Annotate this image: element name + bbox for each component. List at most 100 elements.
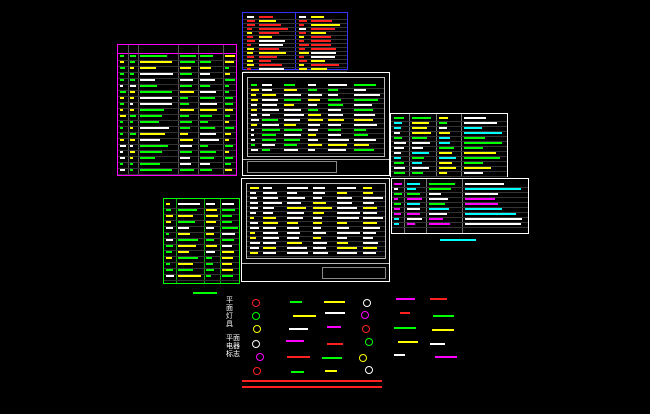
cell-text xyxy=(328,149,346,151)
cell-text xyxy=(130,55,136,57)
cell-text xyxy=(313,202,326,204)
cell-text xyxy=(140,61,172,63)
cell-text xyxy=(222,203,234,205)
cell-text xyxy=(308,104,317,106)
cell-text xyxy=(140,163,160,165)
row-rule xyxy=(247,226,385,227)
row-rule xyxy=(243,47,347,48)
cell-text xyxy=(412,167,429,169)
cell-text xyxy=(120,97,124,99)
cell-text xyxy=(178,227,189,229)
cell-text xyxy=(130,109,134,111)
cell-text xyxy=(180,145,192,147)
row-rule xyxy=(164,226,239,227)
cell-text xyxy=(180,85,192,87)
circle-icon xyxy=(359,354,367,362)
cell-text xyxy=(140,145,168,147)
cell-text xyxy=(311,40,331,42)
legend-heading-1: 平 面 灯 具 xyxy=(226,296,233,328)
row-rule xyxy=(118,66,236,67)
cell-text xyxy=(313,227,321,229)
cell-text xyxy=(120,121,123,123)
label-mark xyxy=(435,356,457,358)
cell-text xyxy=(311,16,324,18)
cell-text xyxy=(299,64,304,66)
cell-text xyxy=(354,129,366,131)
cell-text xyxy=(200,85,210,87)
row-rule xyxy=(248,93,384,94)
cell-text xyxy=(429,223,450,225)
cell-text xyxy=(263,217,276,219)
cell-text xyxy=(287,207,306,209)
row-rule xyxy=(118,60,236,61)
cell-text xyxy=(313,192,325,194)
cell-text xyxy=(200,133,216,135)
cell-text xyxy=(394,137,402,139)
cell-text xyxy=(130,163,133,165)
row-rule xyxy=(391,131,507,132)
row-rule xyxy=(243,23,347,24)
label-mark xyxy=(290,301,302,303)
row-rule xyxy=(248,153,384,154)
cell-text xyxy=(250,217,254,219)
cell-text xyxy=(259,32,279,34)
row-rule xyxy=(118,150,236,151)
cell-text xyxy=(354,84,376,86)
cell-text xyxy=(140,127,169,129)
cell-text xyxy=(250,232,255,234)
cell-text xyxy=(284,139,300,141)
cell-text xyxy=(328,109,341,111)
cell-text xyxy=(247,64,254,66)
cell-text xyxy=(311,36,331,38)
cell-text xyxy=(206,269,214,271)
cell-text xyxy=(284,149,298,151)
cell-text xyxy=(311,24,340,26)
cell-text xyxy=(394,208,400,210)
cell-text xyxy=(206,233,214,235)
cell-text xyxy=(206,203,215,205)
cell-text xyxy=(299,16,306,18)
cell-text xyxy=(247,36,253,38)
cell-text xyxy=(299,52,309,54)
row-rule xyxy=(247,206,385,207)
row-rule xyxy=(118,84,236,85)
row-rule xyxy=(243,67,347,68)
row-rule xyxy=(247,191,385,192)
cell-text xyxy=(337,247,357,249)
cell-text xyxy=(166,239,173,241)
cell-text xyxy=(225,67,229,69)
cell-text xyxy=(200,67,211,69)
cell-text xyxy=(140,103,172,105)
cell-text xyxy=(206,251,215,253)
cell-text xyxy=(287,212,304,214)
cell-text xyxy=(464,147,483,149)
cell-text xyxy=(311,64,339,66)
row-rule xyxy=(248,148,384,149)
row-rule xyxy=(391,126,507,127)
cell-text xyxy=(429,218,443,220)
row-rule xyxy=(118,132,236,133)
cell-text xyxy=(287,187,308,189)
row-rule xyxy=(164,232,239,233)
cell-text xyxy=(251,94,256,96)
cell-text xyxy=(439,157,456,159)
cell-text xyxy=(130,139,135,141)
cell-text xyxy=(251,129,254,131)
cell-text xyxy=(299,32,306,34)
label-mark xyxy=(400,312,410,314)
cell-text xyxy=(412,142,430,144)
cell-text xyxy=(407,213,420,215)
cell-text xyxy=(363,247,377,249)
cell-text xyxy=(259,20,276,22)
cell-text xyxy=(308,99,320,101)
cell-text xyxy=(225,91,229,93)
cell-text xyxy=(166,227,173,229)
cell-text xyxy=(140,67,156,69)
cell-text xyxy=(178,215,193,217)
cell-text xyxy=(225,121,229,123)
cell-text xyxy=(308,94,322,96)
cell-text xyxy=(412,147,423,149)
cell-text xyxy=(464,157,500,159)
cell-text xyxy=(120,79,124,81)
cell-text xyxy=(299,40,304,42)
